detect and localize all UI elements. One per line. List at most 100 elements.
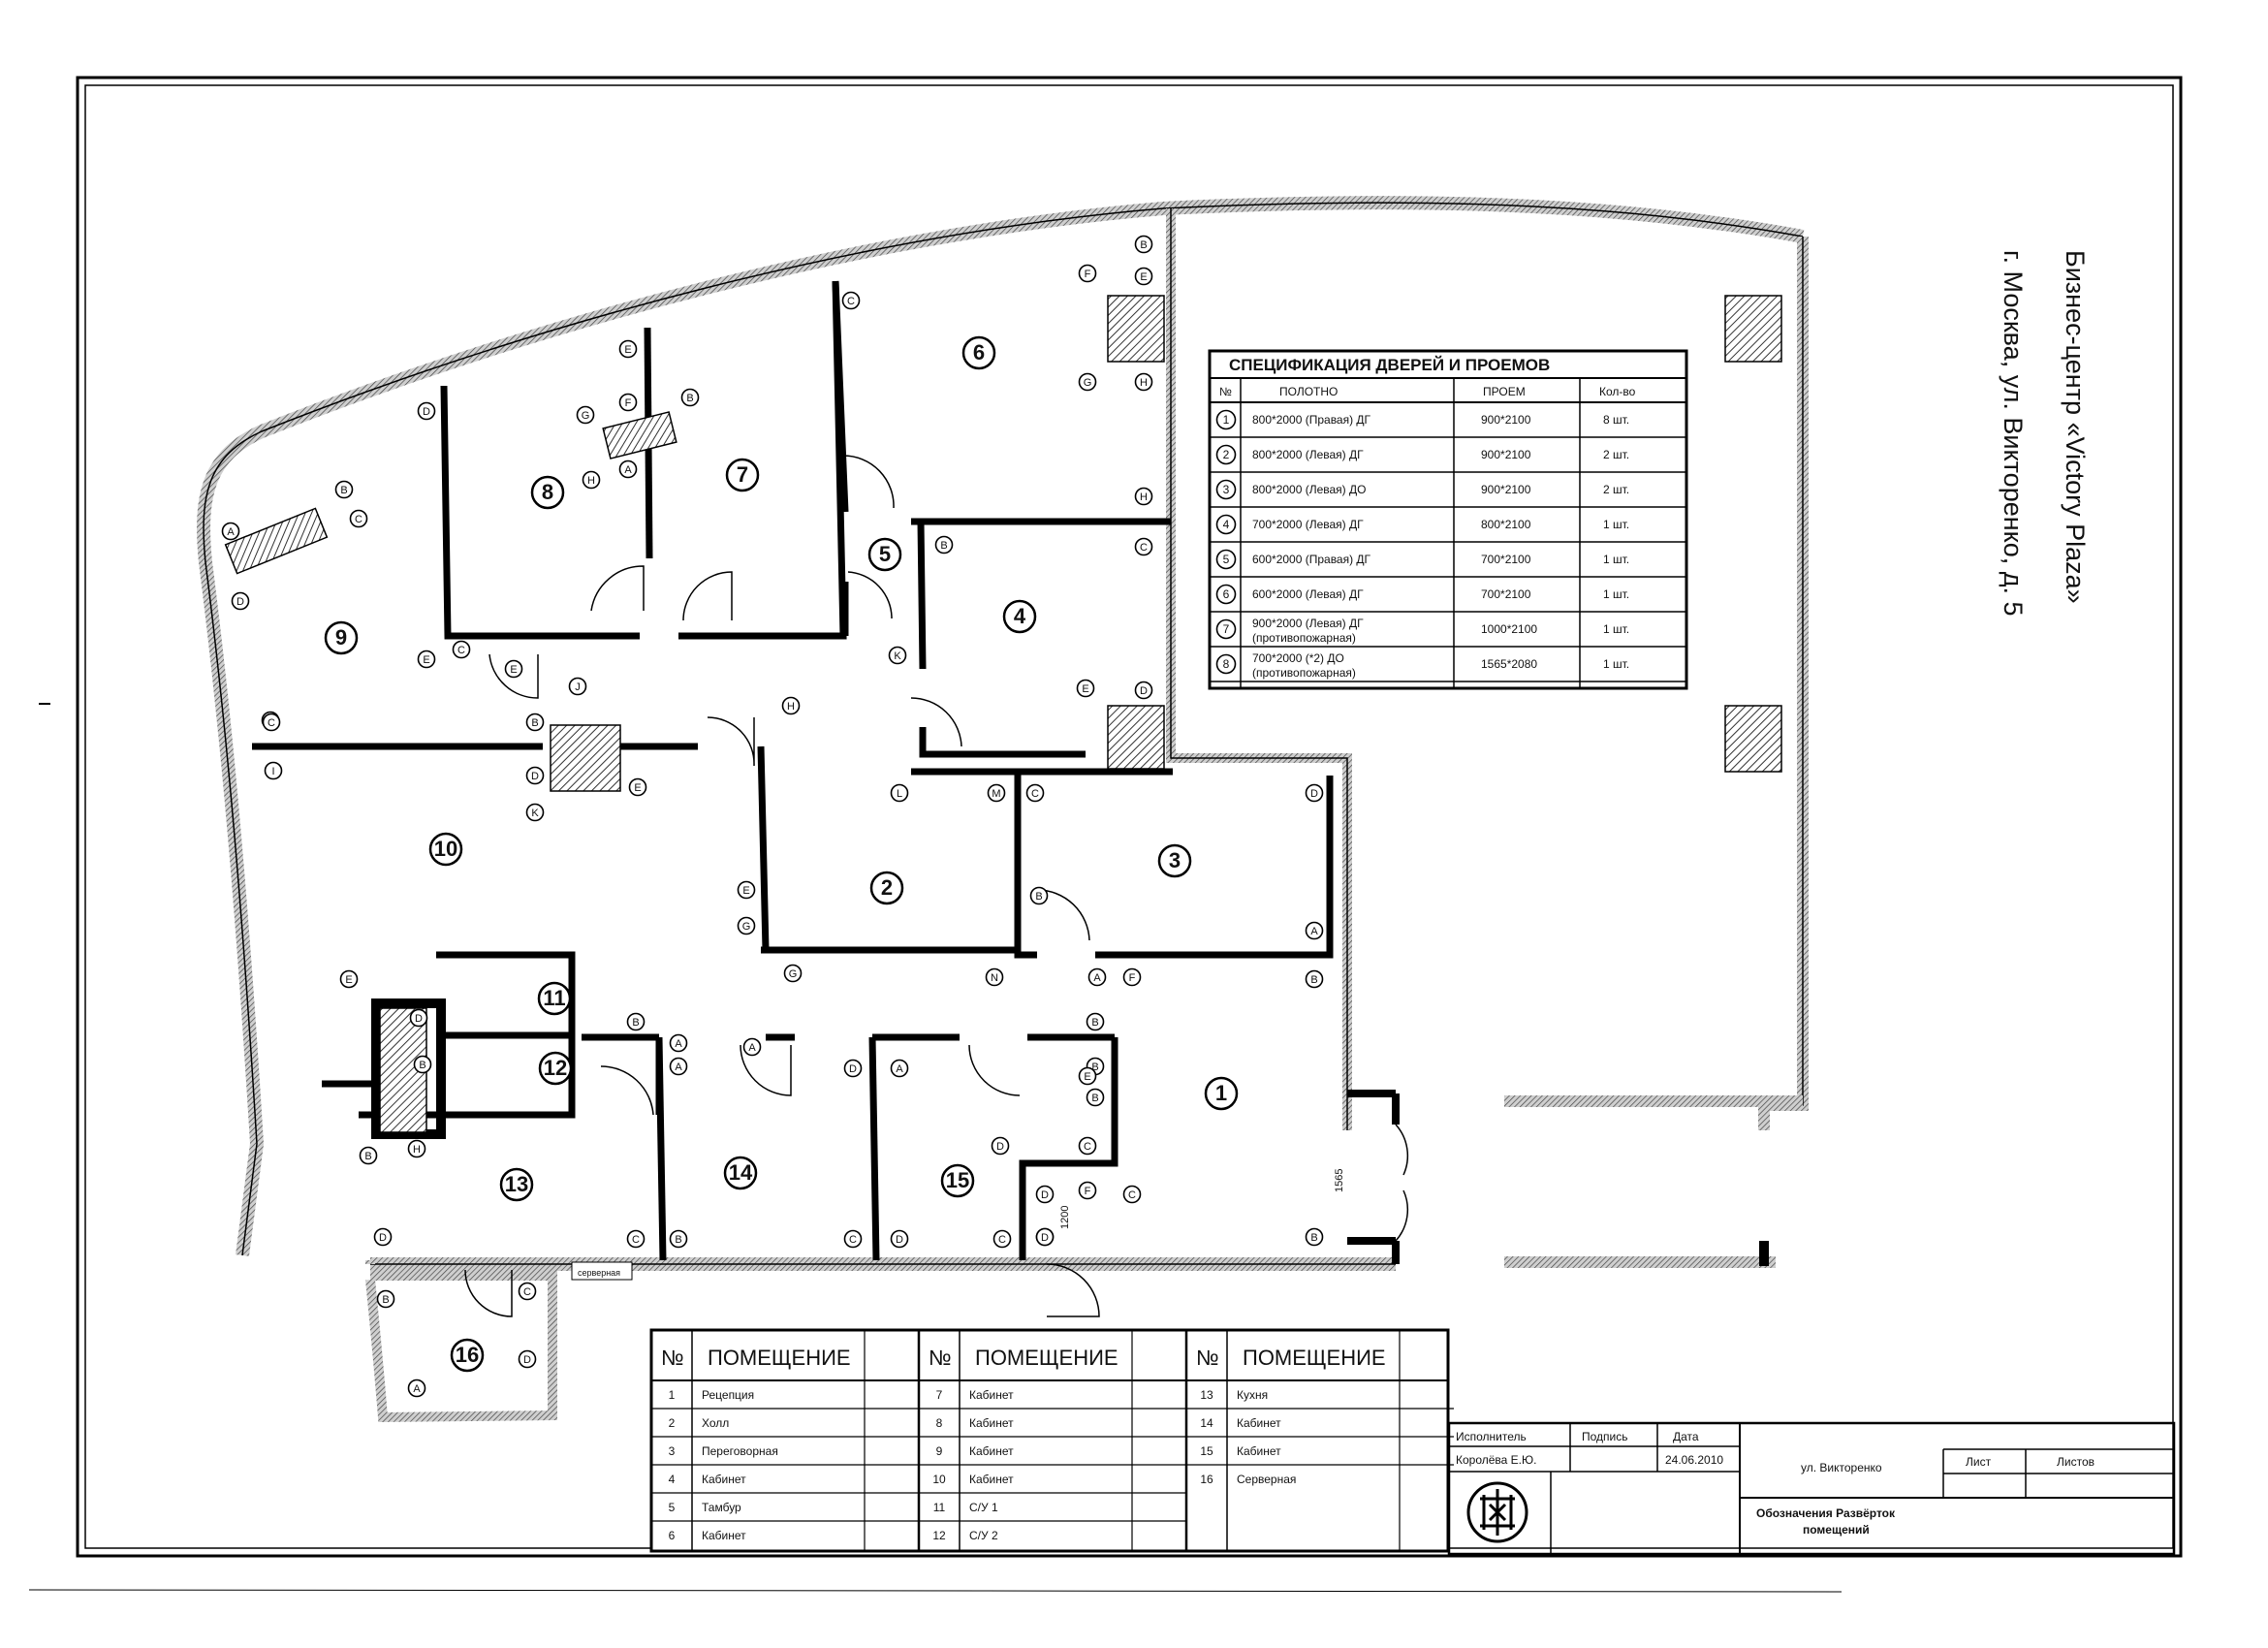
wall-mark-circle [1087, 967, 1107, 987]
wall-mark: N [985, 967, 1004, 987]
wall-mark-letter: G [1084, 377, 1092, 389]
wall-mark: C [841, 291, 861, 310]
spec-row-no-circle [1215, 584, 1237, 605]
spec-row-no-circle [1215, 479, 1237, 500]
wall-mark-letter: F [625, 397, 632, 409]
wall-mark-letter: B [1035, 891, 1042, 903]
wall-mark-letter: M [992, 788, 1000, 800]
room-marker-circle [867, 537, 902, 572]
wall-mark: A [1087, 967, 1107, 987]
wall-mark-circle [669, 1033, 688, 1053]
room-row-no: 6 [669, 1529, 676, 1542]
room-number-15: 15 [946, 1168, 969, 1192]
wall-mark-letter: D [1041, 1189, 1049, 1201]
wall-mark-letter: B [1310, 1232, 1317, 1244]
room-marker-11: 11 [537, 981, 572, 1016]
room-marker-9: 9 [324, 620, 359, 655]
wall-mark: A [407, 1379, 426, 1398]
spec-row-no-circle [1215, 549, 1237, 570]
wall-mark: K [525, 803, 545, 822]
spec-row-no-circle [1215, 653, 1237, 675]
spec-row-opening: 900*2100 [1481, 483, 1531, 496]
wall-mark-letter: B [531, 717, 538, 729]
wall-mark-letter: D [531, 771, 539, 782]
wall-mark: L [890, 783, 909, 803]
spec-row-qty: 1 шт. [1603, 622, 1629, 636]
wall-mark-letter: E [510, 664, 517, 676]
wall-mark: B [359, 1146, 378, 1165]
wall-mark-circle [231, 591, 250, 611]
door-spec-title: СПЕЦИФИКАЦИЯ ДВЕРЕЙ И ПРОЕМОВ [1229, 356, 1550, 374]
spec-row-leaf: 900*2000 (Левая) ДГ [1252, 617, 1364, 630]
room-row-name: Кабинет [969, 1473, 1014, 1486]
room-number-10: 10 [434, 837, 457, 861]
wall-mark-letter: A [675, 1062, 682, 1073]
wall-mark-circle [568, 677, 587, 696]
building-walls [197, 196, 1809, 1423]
wall-mark-circle [409, 1008, 428, 1028]
room-table-col-room: ПОМЕЩЕНИЕ [975, 1346, 1118, 1370]
spec-row-qty: 1 шт. [1603, 657, 1629, 671]
wall-mark-circle [1078, 1066, 1097, 1086]
wall-mark-letter: C [998, 1234, 1006, 1246]
room-row-name: Кабинет [969, 1416, 1014, 1430]
wall-mark: D [843, 1059, 863, 1078]
wall-mark-circle [1025, 783, 1045, 803]
wall-mark-letter: A [1310, 926, 1318, 937]
wall-mark-letter: B [340, 485, 347, 496]
wall-mark-circle [518, 1282, 537, 1301]
wall-mark: G [783, 964, 803, 983]
wall-mark-circle [1078, 1136, 1097, 1156]
wall-mark: B [1086, 1012, 1105, 1031]
date-value: 24.06.2010 [1665, 1453, 1723, 1467]
wall-mark-circle [1086, 1012, 1105, 1031]
room-marker-circle [961, 335, 996, 370]
wall-mark-circle [783, 964, 803, 983]
room-marker-12: 12 [538, 1051, 573, 1086]
room-row-name: Кабинет [702, 1473, 746, 1486]
wall-mark-letter: A [1093, 972, 1101, 984]
room-marker-circle [428, 832, 463, 867]
wall-mark-letter: B [419, 1060, 425, 1071]
wall-mark-circle [417, 650, 436, 669]
room-row-name: С/У 2 [969, 1529, 998, 1542]
wall-mark-circle [737, 880, 756, 900]
wall-mark-letter: C [849, 1234, 857, 1246]
room-table-col-room: ПОМЕЩЕНИЕ [708, 1346, 851, 1370]
spec-row-no: 3 [1223, 483, 1230, 496]
wall-mark-circle [349, 509, 368, 528]
wall-mark: H [1134, 487, 1153, 506]
wall-mark: E [628, 777, 647, 797]
wall-mark-circle [1076, 679, 1095, 698]
spec-row-qty: 8 шт. [1603, 413, 1629, 427]
drawing-name-line1: Обозначения Развёрток [1756, 1506, 1896, 1520]
wall-mark-circle [525, 803, 545, 822]
spec-row-opening: 1000*2100 [1481, 622, 1537, 636]
wall-mark-circle [737, 916, 756, 935]
wall-mark-circle [413, 1055, 432, 1074]
spec-row-opening: 700*2100 [1481, 587, 1531, 601]
spec-row-no-circle [1215, 409, 1237, 430]
wall-mark-circle [888, 646, 907, 665]
wall-mark-circle [334, 480, 354, 499]
interior-partitions [252, 280, 1334, 1261]
room-row-no: 2 [669, 1416, 676, 1430]
spec-row-leaf: 600*2000 (Правая) ДГ [1252, 553, 1371, 566]
room-table-col-no: № [661, 1346, 684, 1370]
wall-mark-letter: B [940, 540, 947, 552]
wall-mark-circle [1122, 1185, 1142, 1204]
wall-mark-letter: B [1091, 1017, 1098, 1029]
wall-mark: E [737, 880, 756, 900]
room-table-col-no: № [1196, 1346, 1219, 1370]
wall-mark: B [413, 1055, 432, 1074]
wall-mark-letter: B [1091, 1093, 1098, 1104]
wall-mark: B [626, 1012, 646, 1031]
spec-row-no: 8 [1223, 657, 1230, 671]
room-marker-6: 6 [961, 335, 996, 370]
room-row-name: Рецепция [702, 1388, 754, 1402]
room-marker-15: 15 [940, 1163, 975, 1198]
wall-mark: E [504, 659, 523, 679]
wall-mark: D [1035, 1185, 1055, 1204]
